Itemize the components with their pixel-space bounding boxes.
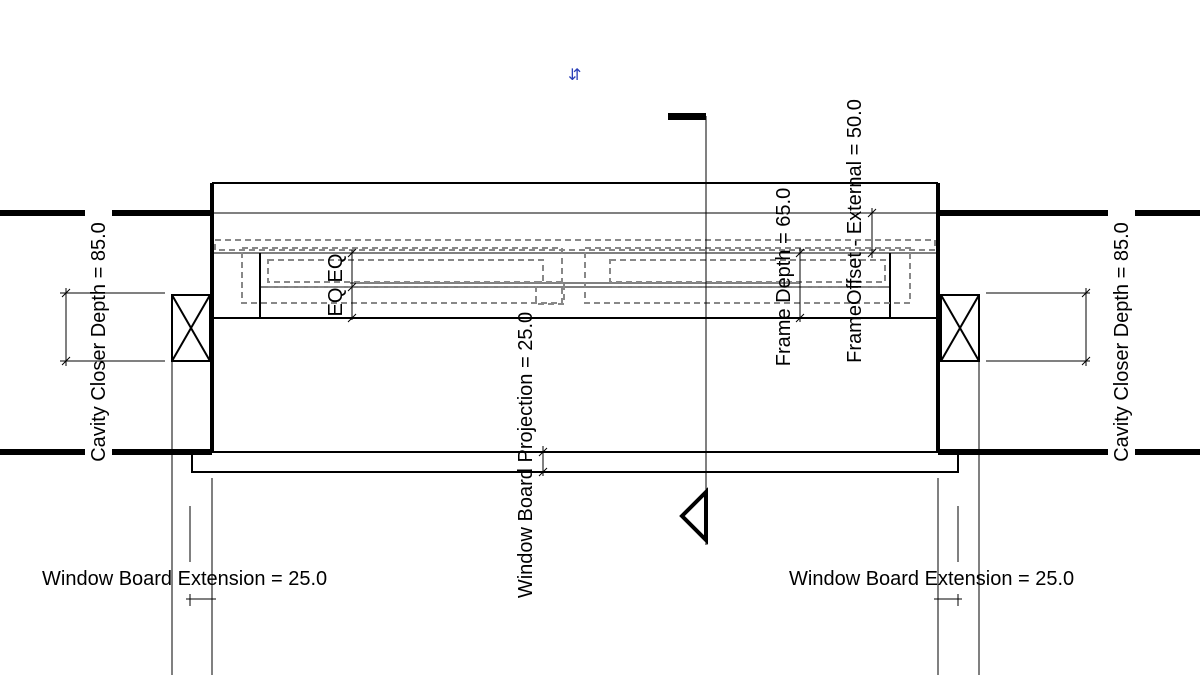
label-window-board-projection: Window Board Projection = 25.0 bbox=[515, 312, 537, 598]
flip-arrows-icon[interactable]: ⇵ bbox=[568, 65, 581, 84]
dimension-cavity-closer-left bbox=[60, 288, 165, 366]
label-frame-depth: Frame Depth = 65.0 bbox=[773, 188, 795, 366]
dimension-window-board-projection bbox=[538, 446, 548, 477]
dimension-eq bbox=[347, 248, 357, 323]
extension-lines bbox=[171, 361, 980, 675]
dimension-window-board-extension-right bbox=[934, 594, 962, 606]
dimension-frame-offset-external bbox=[866, 208, 880, 258]
dimension-window-board-extension-left bbox=[186, 594, 216, 606]
label-window-board-extension-right: Window Board Extension = 25.0 bbox=[789, 568, 1074, 590]
section-line bbox=[668, 113, 707, 545]
section-tail-bar bbox=[668, 113, 706, 120]
window-board bbox=[191, 451, 959, 473]
cavity-closer-left bbox=[171, 294, 211, 362]
section-head-icon[interactable] bbox=[679, 487, 708, 545]
label-frame-offset-external: FrameOffset - External = 50.0 bbox=[844, 99, 866, 363]
window-frame bbox=[259, 253, 891, 318]
label-cavity-closer-depth-right: Cavity Closer Depth = 85.0 bbox=[1111, 222, 1133, 462]
svg-text:⇵: ⇵ bbox=[568, 65, 581, 84]
label-eq-upper: EQ bbox=[325, 254, 347, 283]
hidden-frame-profile bbox=[214, 239, 936, 305]
label-eq-lower: EQ bbox=[325, 288, 347, 317]
label-cavity-closer-depth-left: Cavity Closer Depth = 85.0 bbox=[88, 222, 110, 462]
dimension-frame-depth bbox=[795, 248, 805, 323]
label-window-board-extension-left: Window Board Extension = 25.0 bbox=[42, 568, 327, 590]
dimension-cavity-closer-right bbox=[986, 288, 1091, 366]
cavity-closer-right bbox=[940, 294, 980, 362]
reveal-outline bbox=[212, 182, 938, 453]
